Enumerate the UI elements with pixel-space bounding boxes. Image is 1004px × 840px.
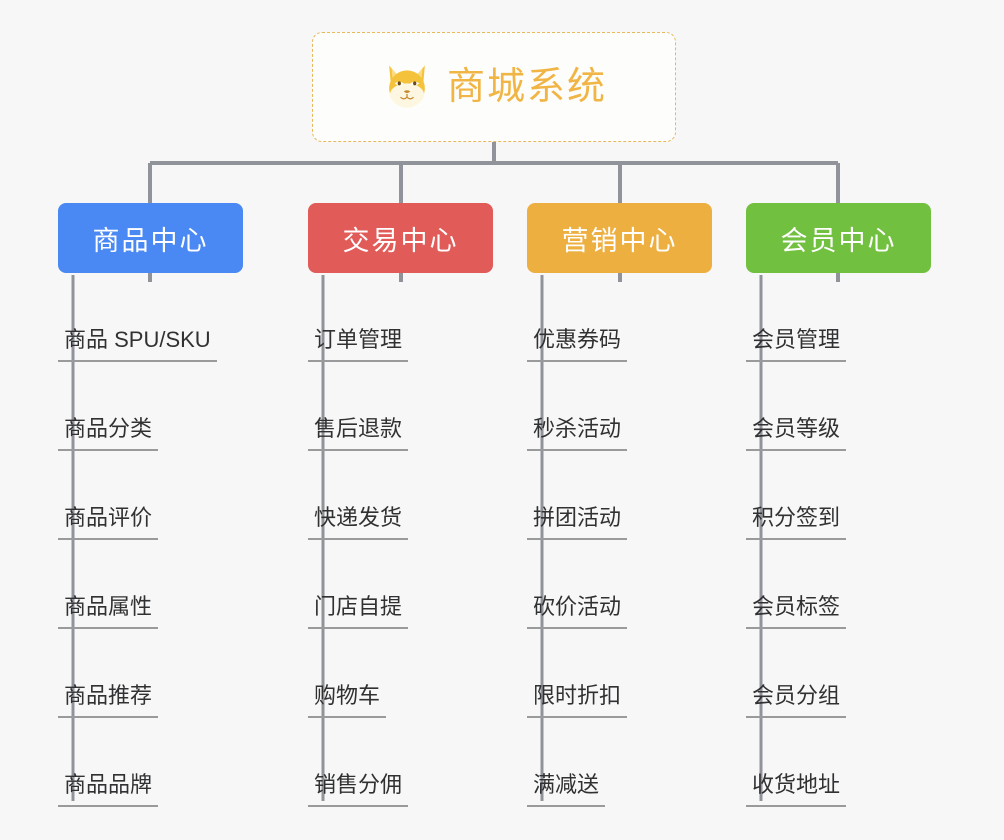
leaf-item[interactable]: 会员分组 (746, 629, 931, 718)
leaf-label: 订单管理 (308, 329, 409, 362)
leaf-item[interactable]: 商品推荐 (58, 629, 243, 718)
leaf-item[interactable]: 优惠券码 (527, 273, 712, 362)
leaf-label: 会员等级 (746, 418, 847, 451)
leaf-item[interactable]: 商品分类 (58, 362, 243, 451)
branch-header-label: 交易中心 (342, 225, 459, 256)
leaf-label: 销售分佣 (308, 774, 409, 807)
leaf-item[interactable]: 快递发货 (308, 451, 493, 540)
leaf-item[interactable]: 商品属性 (58, 540, 243, 629)
branch-header-member[interactable]: 会员中心 (746, 203, 931, 273)
leaf-label: 限时折扣 (527, 685, 628, 718)
leaf-item[interactable]: 门店自提 (308, 540, 493, 629)
leaf-label: 砍价活动 (527, 596, 628, 629)
leaf-item[interactable]: 会员标签 (746, 540, 931, 629)
branch-column-member: 会员中心 会员管理 会员等级 积分签到 会员标签 会员分组 收货地址 (746, 203, 931, 807)
leaf-label: 收货地址 (746, 774, 847, 807)
leaf-label: 门店自提 (308, 596, 409, 629)
branch-header-label: 商品中心 (92, 225, 209, 256)
leaf-item[interactable]: 会员管理 (746, 273, 931, 362)
root-node[interactable]: 商城系统 (312, 32, 676, 142)
leaf-item[interactable]: 积分签到 (746, 451, 931, 540)
leaf-label: 商品评价 (58, 507, 159, 540)
leaf-label: 会员标签 (746, 596, 847, 629)
branch-column-trade: 交易中心 订单管理 售后退款 快递发货 门店自提 购物车 销售分佣 (308, 203, 493, 807)
branch-header-product[interactable]: 商品中心 (58, 203, 243, 273)
leaf-label: 快递发货 (308, 507, 409, 540)
branch-column-product: 商品中心 商品 SPU/SKU 商品分类 商品评价 商品属性 商品推荐 商品品牌 (58, 203, 243, 807)
leaf-item[interactable]: 销售分佣 (308, 718, 493, 807)
branch-header-label: 会员中心 (780, 225, 897, 256)
leaf-item[interactable]: 订单管理 (308, 273, 493, 362)
branch-column-marketing: 营销中心 优惠券码 秒杀活动 拼团活动 砍价活动 限时折扣 满减送 (527, 203, 712, 807)
leaf-label: 商品品牌 (58, 774, 159, 807)
leaf-label: 秒杀活动 (527, 418, 628, 451)
leaf-label: 优惠券码 (527, 329, 628, 362)
leaf-item[interactable]: 购物车 (308, 629, 493, 718)
branch-header-marketing[interactable]: 营销中心 (527, 203, 712, 273)
leaf-label: 商品属性 (58, 596, 159, 629)
leaf-item[interactable]: 售后退款 (308, 362, 493, 451)
leaf-item[interactable]: 秒杀活动 (527, 362, 712, 451)
leaf-item[interactable]: 商品 SPU/SKU (58, 273, 243, 362)
leaf-item[interactable]: 会员等级 (746, 362, 931, 451)
leaf-item[interactable]: 商品评价 (58, 451, 243, 540)
leaf-item[interactable]: 拼团活动 (527, 451, 712, 540)
leaf-label: 售后退款 (308, 418, 409, 451)
root-title: 商城系统 (446, 66, 607, 108)
leaf-item[interactable]: 收货地址 (746, 718, 931, 807)
leaf-label: 拼团活动 (527, 507, 628, 540)
leaf-item[interactable]: 满减送 (527, 718, 712, 807)
leaf-list-product: 商品 SPU/SKU 商品分类 商品评价 商品属性 商品推荐 商品品牌 (58, 273, 243, 807)
leaf-list-member: 会员管理 会员等级 积分签到 会员标签 会员分组 收货地址 (746, 273, 931, 807)
branch-header-trade[interactable]: 交易中心 (308, 203, 493, 273)
leaf-label: 会员分组 (746, 685, 847, 718)
leaf-label: 积分签到 (746, 507, 847, 540)
leaf-item[interactable]: 商品品牌 (58, 718, 243, 807)
leaf-list-marketing: 优惠券码 秒杀活动 拼团活动 砍价活动 限时折扣 满减送 (527, 273, 712, 807)
leaf-list-trade: 订单管理 售后退款 快递发货 门店自提 购物车 销售分佣 (308, 273, 493, 807)
leaf-label: 会员管理 (746, 329, 847, 362)
leaf-label: 满减送 (527, 774, 606, 807)
leaf-label: 购物车 (308, 685, 387, 718)
leaf-label: 商品推荐 (58, 685, 159, 718)
leaf-item[interactable]: 砍价活动 (527, 540, 712, 629)
shiba-dog-icon (381, 59, 433, 116)
branch-header-label: 营销中心 (561, 225, 678, 256)
leaf-label: 商品分类 (58, 418, 159, 451)
leaf-item[interactable]: 限时折扣 (527, 629, 712, 718)
leaf-label: 商品 SPU/SKU (58, 329, 217, 362)
